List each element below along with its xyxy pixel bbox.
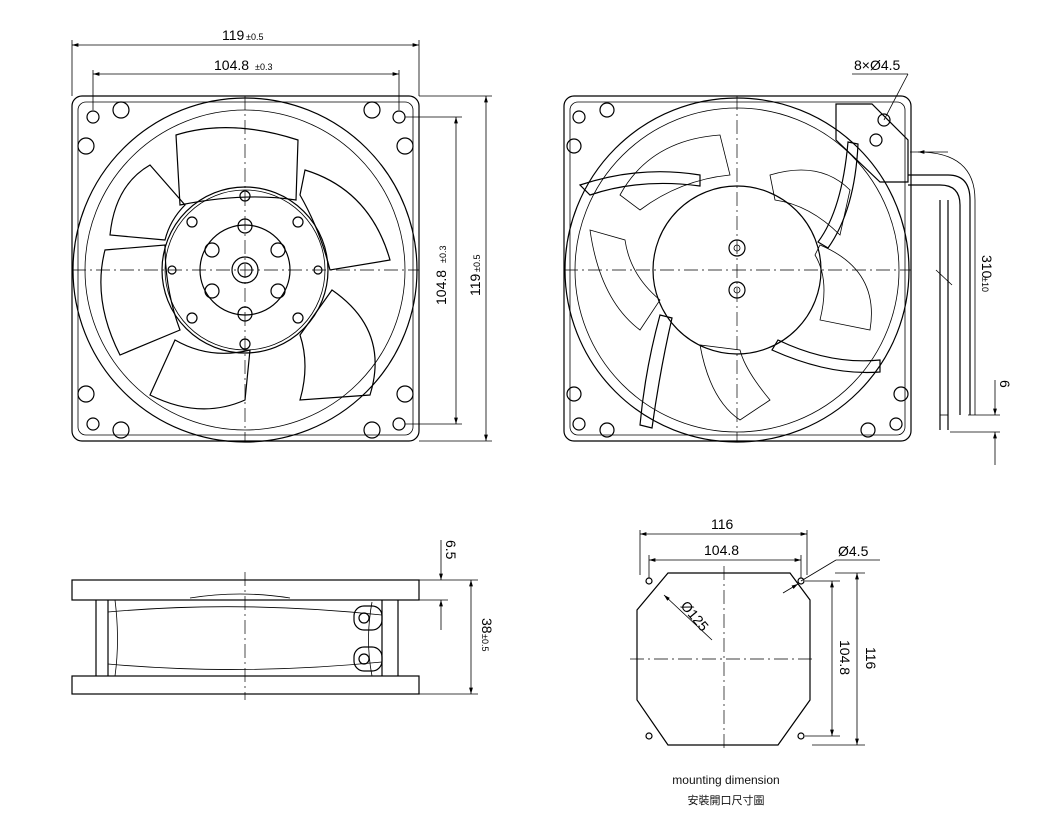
mount-hole-pitch: 104.8 bbox=[704, 542, 739, 558]
front-dim-right-inner-tol: ±0.3 bbox=[438, 246, 448, 263]
caption-chinese: 安裝開口尺寸圖 bbox=[687, 794, 765, 807]
mount-cutout-dia: Ø125 bbox=[678, 598, 712, 635]
mount-outer-width: 116 bbox=[711, 516, 734, 532]
mount-right-outer: 116 bbox=[863, 647, 879, 670]
front-dim-overall: 119 bbox=[222, 27, 245, 43]
side-depth: 38 bbox=[479, 618, 495, 634]
side-flange: 6.5 bbox=[443, 540, 459, 560]
caption-english: mounting dimension bbox=[672, 773, 780, 787]
front-view: 119 ±0.5 104.8 ±0.3 104.8 ±0.3 119 ±0.5 bbox=[71, 27, 492, 443]
side-view: 6.5 38 ±0.5 bbox=[71, 540, 495, 700]
rear-lead-length-tol: ±10 bbox=[980, 277, 990, 292]
mounting-view: Ø125 116 104.8 Ø4.5 104.8 116 bbox=[630, 516, 880, 752]
front-dim-hole-pitch-tol: ±0.3 bbox=[255, 62, 272, 72]
front-dim-right-outer: 119 bbox=[467, 273, 483, 296]
rear-hole-callout: 8×Ø4.5 bbox=[854, 57, 901, 73]
front-dim-right-outer-tol: ±0.5 bbox=[472, 255, 482, 272]
front-dim-hole-pitch: 104.8 bbox=[214, 57, 249, 73]
front-dim-overall-tol: ±0.5 bbox=[246, 32, 263, 42]
mount-right-inner: 104.8 bbox=[837, 640, 853, 675]
rear-lead-strip: 6 bbox=[997, 380, 1013, 388]
mount-hole-dia: Ø4.5 bbox=[838, 543, 869, 559]
rear-lead-length: 310 bbox=[979, 255, 995, 279]
side-depth-tol: ±0.5 bbox=[480, 634, 490, 651]
rear-view: 8×Ø4.5 310 ±10 6 bbox=[563, 57, 1013, 465]
front-dim-right-inner: 104.8 bbox=[433, 270, 449, 305]
